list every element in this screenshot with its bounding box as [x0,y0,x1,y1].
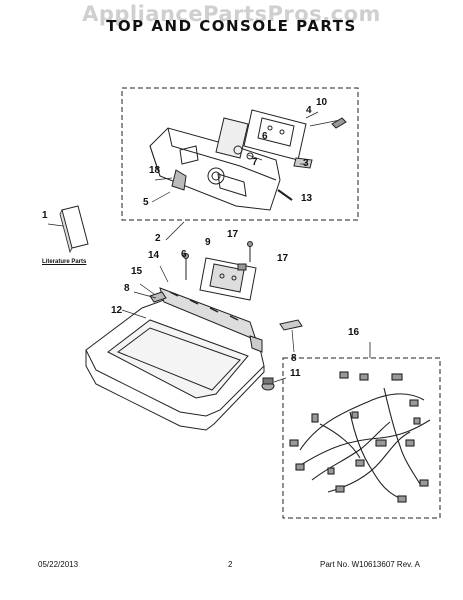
callout-15: 15 [131,266,143,277]
footer-page-number: 2 [228,560,233,569]
callout-2: 2 [155,233,161,244]
wire-harness [289,371,431,503]
callout-9: 9 [205,237,211,248]
callout-6: 6 [262,131,268,142]
callout-3: 3 [303,158,309,169]
callout-6-lower: 6 [181,249,187,260]
console-panel [149,127,281,211]
callout-11: 11 [290,368,301,379]
callout-5: 5 [143,197,149,208]
callout-18: 18 [149,165,161,176]
callout-17-top: 17 [227,229,239,240]
hinge-pad [279,319,303,353]
callout-8-left: 8 [124,283,130,294]
callout-8-right: 8 [291,353,297,364]
callout-13: 13 [301,193,313,204]
callout-7: 7 [252,157,258,168]
page-title: TOP AND CONSOLE PARTS [106,17,357,35]
callout-10: 10 [316,97,328,108]
lid-lock-bracket [183,241,257,301]
footer-part-number: Part No. W10613607 Rev. A [320,560,420,569]
callout-17-right: 17 [277,253,289,264]
watermark: AppliancePartsPros.com [82,2,381,26]
callout-14: 14 [148,250,160,261]
callout-4: 4 [306,105,312,116]
callout-1: 1 [42,210,48,221]
control-board [215,109,347,201]
bumper-foot [261,377,287,391]
literature-booklet [47,205,89,254]
callout-12: 12 [111,305,123,316]
top-panel [85,265,265,431]
harness-group-box [282,357,441,519]
literature-label: Literature Parts [42,259,87,265]
footer-date: 05/22/2013 [38,560,79,569]
callout-16: 16 [348,327,360,338]
